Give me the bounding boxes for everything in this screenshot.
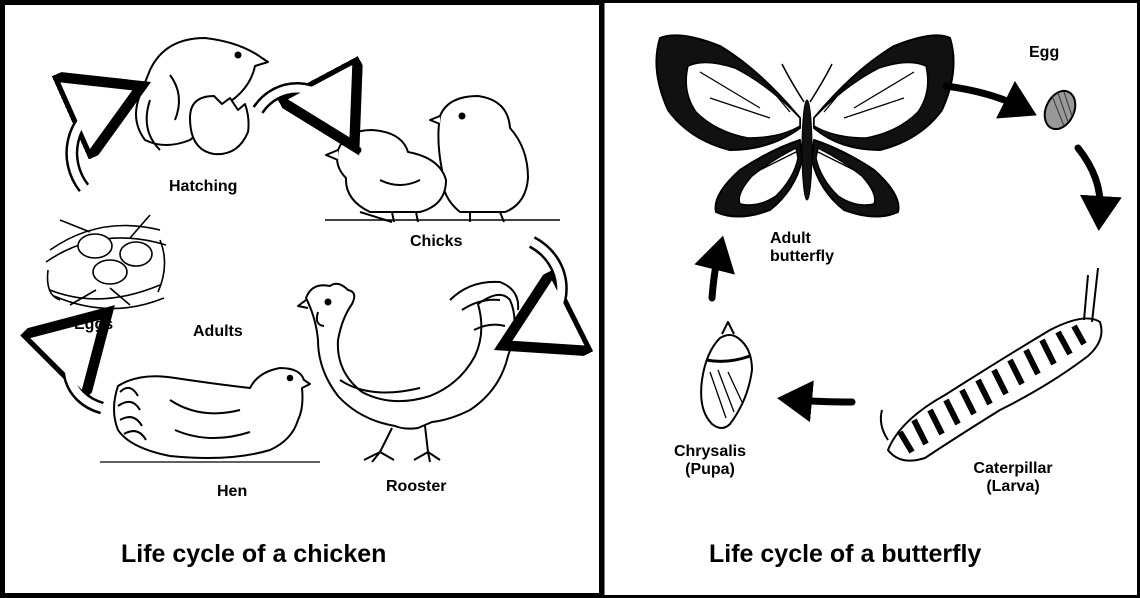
label-hatching: Hatching (169, 178, 237, 196)
label-hen: Hen (217, 483, 247, 501)
caterpillar-to-chrysalis-arrow-icon (798, 400, 852, 402)
label-adult-line2: butterfly (770, 248, 834, 266)
butterfly-caption: Life cycle of a butterfly (709, 540, 981, 569)
label-caterpillar: Caterpillar (Larva) (958, 460, 1068, 497)
label-chrysalis-line2: (Pupa) (660, 461, 760, 479)
label-chrysalis: Chrysalis (Pupa) (660, 443, 760, 480)
label-eggs: Eggs (74, 316, 113, 334)
label-caterpillar-line1: Caterpillar (958, 460, 1068, 478)
label-adult-butterfly: Adult butterfly (770, 230, 834, 267)
label-chrysalis-line1: Chrysalis (660, 443, 760, 461)
label-egg: Egg (1029, 44, 1059, 62)
label-caterpillar-line2: (Larva) (958, 478, 1068, 496)
chicken-caption: Life cycle of a chicken (121, 540, 386, 569)
label-rooster: Rooster (386, 478, 446, 496)
label-adult-line1: Adult (770, 230, 834, 248)
label-chicks: Chicks (410, 233, 462, 251)
label-adults: Adults (193, 323, 243, 341)
